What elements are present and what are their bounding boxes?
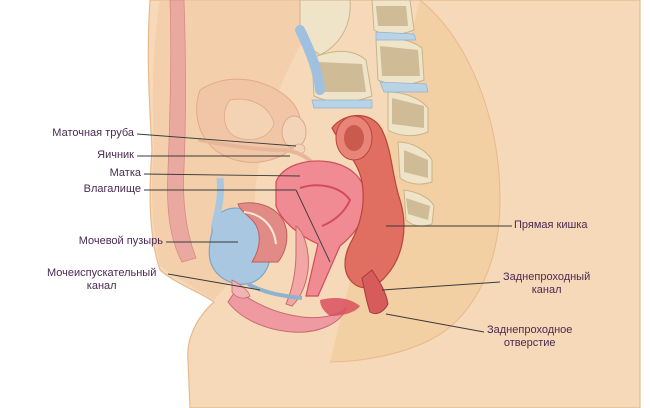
label-anus-line1: Заднепроходное bbox=[487, 324, 573, 336]
label-ovary: Яичник bbox=[97, 149, 134, 161]
urethra bbox=[247, 282, 303, 300]
label-uterus: Матка bbox=[109, 167, 141, 179]
iliac-vessel bbox=[295, 25, 325, 95]
label-urethra-line1: Мочеиспускательный bbox=[47, 267, 157, 279]
fallopian-tube bbox=[198, 138, 318, 170]
leader-lines bbox=[136, 133, 512, 333]
label-anus-line2: отверстие bbox=[503, 337, 556, 349]
label-anal-canal-line1: Заднепроходный bbox=[503, 271, 591, 283]
abdominal-wall-muscle bbox=[167, 0, 197, 263]
pubic-muscle bbox=[237, 202, 288, 263]
pelvic-floor-muscle bbox=[320, 298, 360, 316]
label-urethra-line2: канал bbox=[86, 280, 117, 292]
anal-canal bbox=[361, 269, 389, 315]
label-fallopian-tube: Маточная труба bbox=[52, 127, 134, 139]
label-anal-canal: Заднепроходный канал bbox=[503, 271, 590, 297]
label-vagina: Влагалище bbox=[83, 183, 141, 195]
label-urethra: Мочеиспускательный канал bbox=[47, 267, 156, 293]
spine bbox=[299, 0, 435, 227]
label-bladder: Мочевой пузырь bbox=[78, 235, 163, 247]
label-anus: Заднепроходное отверстие bbox=[487, 324, 572, 350]
vagina bbox=[285, 224, 309, 307]
ovary bbox=[281, 115, 307, 149]
label-rectum: Прямая кишка bbox=[514, 219, 588, 231]
label-anal-canal-line2: канал bbox=[531, 284, 562, 296]
